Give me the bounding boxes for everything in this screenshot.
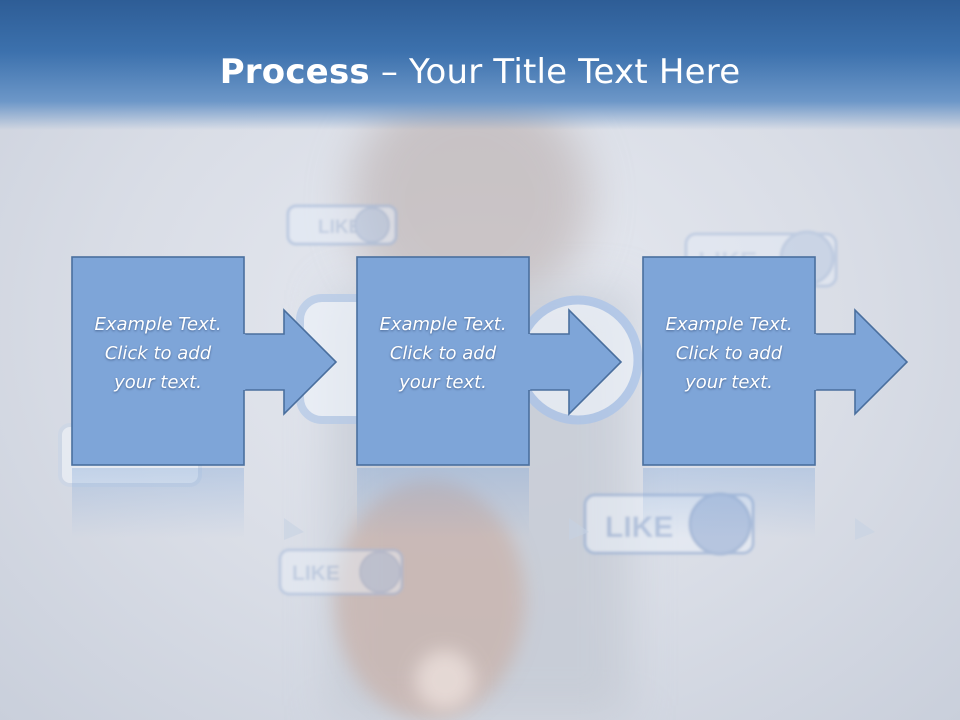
- step-text-line: Example Text.: [379, 314, 507, 335]
- step-2-text[interactable]: Example Text. Click to add your text.: [357, 310, 529, 397]
- step-text-line: your text.: [114, 372, 202, 393]
- step-box-3: [642, 256, 816, 466]
- process-step-3[interactable]: [642, 256, 909, 466]
- arrow-3: [814, 308, 909, 416]
- like-badge: LIKE: [278, 548, 404, 596]
- step-text-line: Example Text.: [665, 314, 793, 335]
- process-step-2[interactable]: [356, 256, 623, 466]
- reflections: [72, 468, 875, 540]
- step-text-line: Click to add: [389, 343, 497, 364]
- step-1-text[interactable]: Example Text. Click to add your text.: [72, 310, 244, 397]
- step-text-line: Example Text.: [94, 314, 222, 335]
- like-label: LIKE: [318, 217, 361, 238]
- header-band: [0, 0, 960, 130]
- arrow-1: [243, 308, 338, 416]
- step-box-2: [356, 256, 530, 466]
- slide-title[interactable]: Process – Your Title Text Here: [0, 52, 960, 92]
- title-rest: – Your Title Text Here: [369, 52, 741, 92]
- like-badge: LIKE: [286, 204, 398, 246]
- step-text-line: Click to add: [104, 343, 212, 364]
- arrow-2: [528, 308, 623, 416]
- like-label: LIKE: [292, 562, 340, 585]
- process-step-1[interactable]: [71, 256, 338, 466]
- step-3-text[interactable]: Example Text. Click to add your text.: [643, 310, 815, 397]
- step-text-line: Click to add: [675, 343, 783, 364]
- step-text-line: your text.: [685, 372, 773, 393]
- title-bold: Process: [219, 52, 370, 92]
- step-text-line: your text.: [399, 372, 487, 393]
